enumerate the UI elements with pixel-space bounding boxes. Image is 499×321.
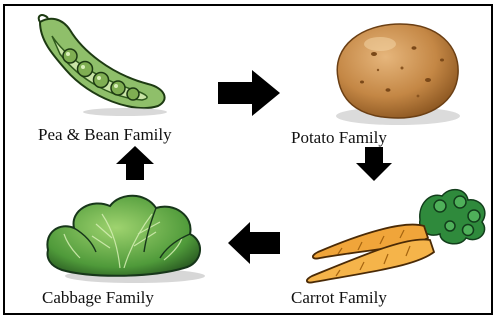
pea-pod-icon (30, 14, 180, 119)
cabbage-icon (40, 188, 210, 284)
arrow-down-icon (356, 147, 392, 181)
arrow-left-icon (228, 222, 280, 264)
potato-icon (318, 20, 468, 128)
stage-label-cabbage: Cabbage Family (42, 289, 154, 306)
stage-label-carrot: Carrot Family (291, 289, 387, 306)
arrow-up-icon (116, 146, 154, 180)
carrot-icon (300, 180, 496, 286)
arrow-right-icon (218, 70, 280, 116)
stage-label-pea-bean: Pea & Bean Family (38, 126, 172, 143)
stage-label-potato: Potato Family (291, 129, 387, 146)
